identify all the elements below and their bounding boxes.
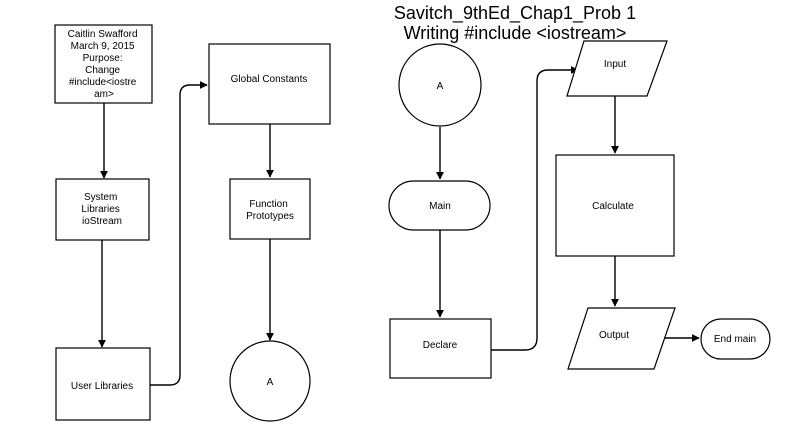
node-header-note: Caitlin Swafford March 9, 2015 Purpose: … xyxy=(54,24,153,104)
diagram-title-line1: Savitch_9thEd_Chap1_Prob 1 xyxy=(394,3,636,24)
node-connector-a-in: A xyxy=(398,43,482,127)
node-system-libraries: System Libraries ioStream xyxy=(55,178,150,241)
function-prototypes-line: Function xyxy=(249,199,287,210)
user-libraries-label: User Libraries xyxy=(71,381,133,392)
diagram-title-line2: Writing #include <iostream> xyxy=(404,23,627,43)
node-connector-a-out: A xyxy=(229,340,311,422)
header-line: #include<iostre xyxy=(69,77,137,88)
node-user-libraries: User Libraries xyxy=(55,347,151,421)
edge-declare-to-input xyxy=(491,66,579,351)
header-line: March 9, 2015 xyxy=(71,41,135,52)
output-label: Output xyxy=(599,330,629,341)
node-function-prototypes: Function Prototypes xyxy=(229,178,311,240)
header-line: Purpose: xyxy=(83,53,123,64)
connector-a-in-label: A xyxy=(437,81,444,92)
edge-user-to-global xyxy=(150,81,208,386)
node-input: Input xyxy=(566,40,668,97)
node-output: Output xyxy=(567,307,676,370)
system-libraries-line: ioStream xyxy=(82,216,122,227)
declare-label: Declare xyxy=(423,340,458,351)
input-label: Input xyxy=(604,59,626,70)
global-constants-label: Global Constants xyxy=(231,74,308,85)
header-line: Caitlin Swafford xyxy=(68,29,138,40)
node-calculate: Calculate xyxy=(555,154,675,257)
system-libraries-line: Libraries xyxy=(81,204,119,215)
calculate-label: Calculate xyxy=(592,201,634,212)
node-main: Main xyxy=(388,180,491,231)
header-line: am> xyxy=(94,89,114,100)
svg-text:Caitlin Swafford March 9: Caitlin Swafford March 9, 2015 Purpose: … xyxy=(68,29,141,100)
system-libraries-line: System xyxy=(84,192,117,203)
header-line: Change xyxy=(85,65,120,76)
svg-text:System Libraries i: System Libraries ioStream xyxy=(81,192,122,227)
node-global-constants: Global Constants xyxy=(208,43,331,125)
end-main-label: End main xyxy=(714,334,756,345)
function-prototypes-line: Prototypes xyxy=(246,211,294,222)
node-end-main: End main xyxy=(700,318,771,360)
connector-a-out-label: A xyxy=(267,377,274,388)
node-declare: Declare xyxy=(389,318,492,379)
main-label: Main xyxy=(429,201,451,212)
svg-text:Function Prototypes: Function Prototypes xyxy=(246,199,294,222)
